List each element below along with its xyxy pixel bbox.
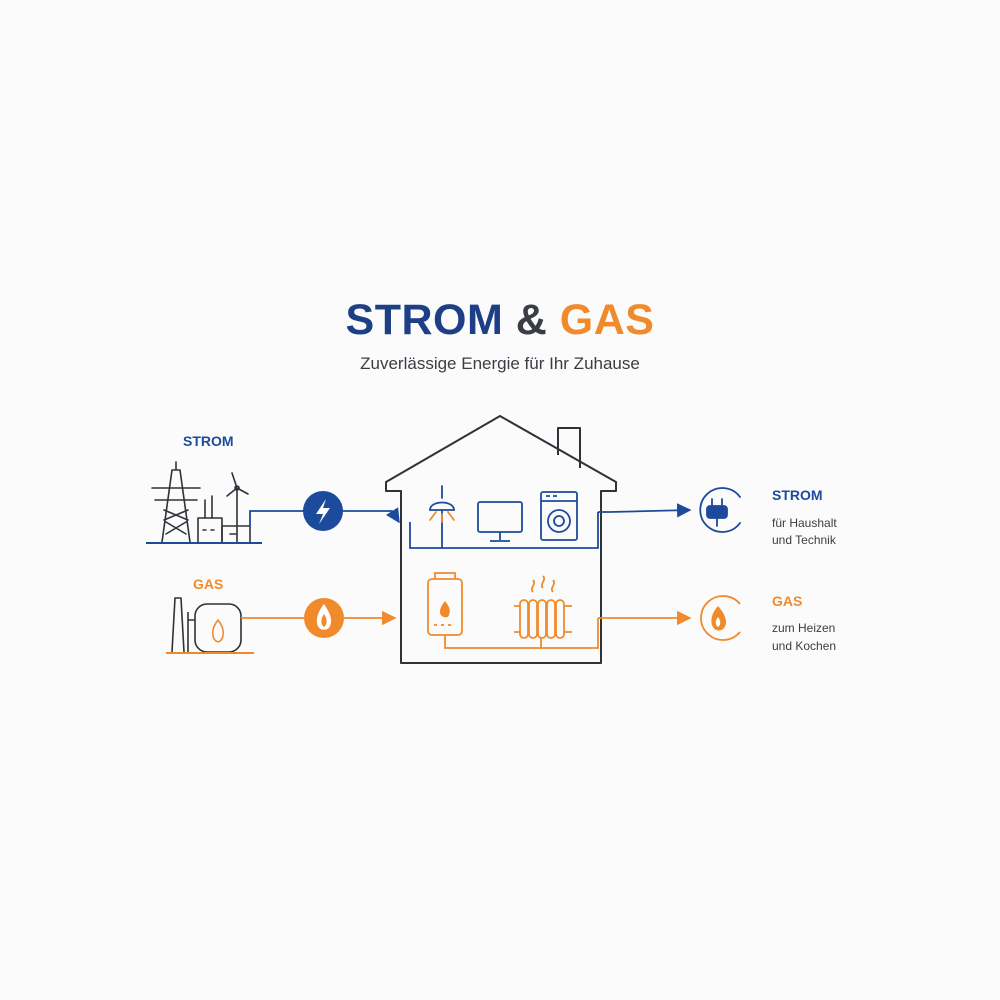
title-ampersand: & <box>515 296 548 344</box>
source-gas-label: GAS <box>193 576 224 592</box>
tv-icon <box>477 501 523 542</box>
flame-icon <box>700 595 741 641</box>
output-strom-label: STROM <box>772 487 823 503</box>
page-subtitle: Zuverlässige Energie für Ihr Zuhause <box>360 354 640 373</box>
house-icon <box>385 415 617 664</box>
gas-boiler-icon <box>427 572 463 636</box>
page-title: STROM & GAS <box>0 292 1000 348</box>
output-strom-desc-1: für Haushalt <box>772 516 837 530</box>
lamp-icon <box>429 485 455 549</box>
title-gas: GAS <box>559 296 655 344</box>
output-gas-desc-2: und Kochen <box>772 639 837 653</box>
lightning-icon <box>303 491 343 531</box>
power-plant-icon <box>151 461 251 543</box>
flame-icon <box>304 598 344 638</box>
plug-icon <box>699 487 741 533</box>
title-strom: STROM <box>345 296 504 344</box>
source-strom-label: STROM <box>183 433 234 449</box>
output-gas-label: GAS <box>772 593 803 609</box>
output-gas-desc-1: zum Heizen <box>772 621 836 635</box>
washing-machine-icon <box>540 491 578 541</box>
output-strom-desc-2: und Technik <box>772 533 836 547</box>
radiator-icon <box>514 575 572 648</box>
gas-tank-icon <box>171 597 242 653</box>
